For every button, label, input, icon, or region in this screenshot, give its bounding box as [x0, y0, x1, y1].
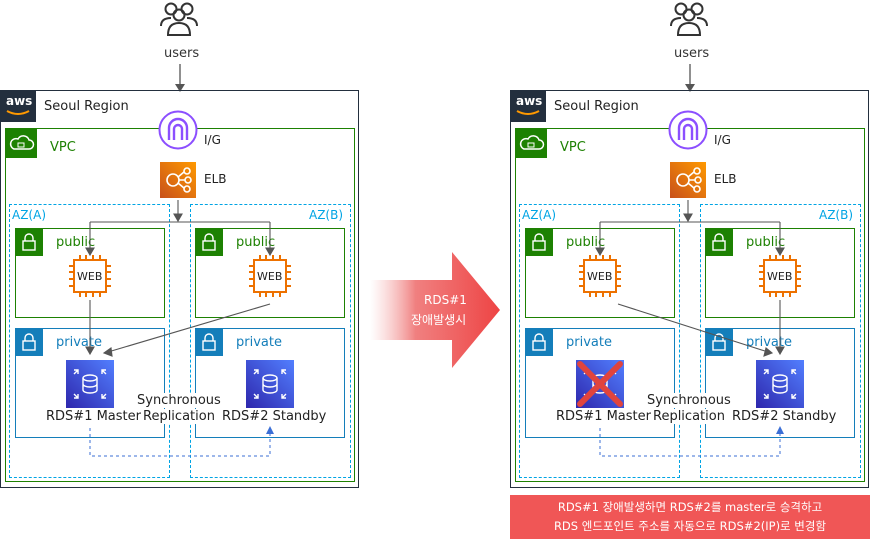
elb-label: ELB [714, 172, 737, 186]
web-b-label: WEB [257, 270, 283, 283]
web-b-label: WEB [767, 270, 793, 283]
sync-replication-line2: Replication [653, 409, 725, 424]
failover-arrow [370, 252, 500, 368]
region-box [0, 90, 359, 488]
lock-icon [525, 228, 553, 256]
public-a-label: public [56, 235, 96, 250]
right-connectors [595, 200, 785, 457]
note-line2: RDS 엔드포인트 주소를 자동으로 RDS#2(IP)로 변경함 [553, 519, 827, 533]
rds-database-icon [246, 360, 294, 408]
rds-database-icon [756, 360, 804, 408]
elb-label: ELB [204, 172, 227, 186]
region-label: Seoul Region [554, 99, 639, 114]
rds-master-label: RDS#1 Master [46, 409, 141, 424]
sync-replication-line2: Replication [143, 409, 215, 424]
az-b-box [700, 204, 861, 478]
az-a-label: AZ(A) [522, 208, 557, 222]
rds-master-label: RDS#1 Master [556, 409, 651, 424]
lock-icon [15, 228, 43, 256]
web-a-label: WEB [587, 270, 613, 283]
arrow-line1: RDS#1 [424, 293, 467, 307]
lock-icon [15, 328, 43, 356]
region-label: Seoul Region [44, 99, 129, 114]
vpc-label: VPC [50, 140, 76, 155]
users-icon [160, 2, 198, 36]
az-b-label: AZ(B) [309, 208, 344, 222]
sync-replication-line1: Synchronous [647, 393, 731, 408]
lock-icon [525, 328, 553, 356]
public-b-label: public [236, 235, 276, 250]
ec2-instance-icon [69, 255, 111, 297]
sync-replication-line1: Synchronous [137, 393, 221, 408]
rds-standby-label: RDS#2 Standby [222, 409, 327, 424]
lock-icon [705, 228, 733, 256]
left-connectors [85, 200, 275, 457]
igw-label: I/G [204, 133, 221, 147]
elastic-load-balancer-icon [160, 162, 196, 198]
private-b-label: private [236, 335, 282, 350]
users-icon [670, 2, 708, 36]
vpc-cloud-icon [5, 128, 37, 158]
public-b-label: public [746, 235, 786, 250]
az-a-box [9, 204, 170, 478]
lock-icon [705, 328, 733, 356]
internet-gateway-icon [668, 110, 708, 150]
public-a-label: public [566, 235, 606, 250]
elastic-load-balancer-icon [670, 162, 706, 198]
az-a-label: AZ(A) [12, 208, 47, 222]
note-line1: RDS#1 장애발생하면 RDS#2를 master로 승격하고 [557, 500, 823, 514]
arrow-line2: 장애발생시 [411, 313, 467, 327]
lock-icon [195, 228, 223, 256]
ec2-instance-icon [579, 255, 621, 297]
aws-logo: aws [510, 90, 546, 122]
lock-icon [195, 328, 223, 356]
users-label: users [674, 46, 710, 61]
ec2-instance-icon [249, 255, 291, 297]
rds-database-icon [66, 360, 114, 408]
az-b-label: AZ(B) [819, 208, 854, 222]
vpc-label: VPC [560, 140, 586, 155]
aws-logo: aws [0, 90, 36, 122]
users-arrow [175, 64, 185, 92]
az-a-box [519, 204, 680, 478]
users-arrow [685, 64, 695, 92]
vpc-cloud-icon [515, 128, 547, 158]
region-box [510, 90, 869, 488]
users-label: users [164, 46, 200, 61]
failover-note: RDS#1 장애발생하면 RDS#2를 master로 승격하고 RDS 엔드포… [510, 495, 870, 539]
private-a-label: private [566, 335, 612, 350]
failure-x-icon [577, 361, 623, 407]
ec2-instance-icon [759, 255, 801, 297]
rds-standby-label: RDS#2 Standby [732, 409, 837, 424]
internet-gateway-icon [158, 110, 198, 150]
web-a-label: WEB [77, 270, 103, 283]
az-b-box [190, 204, 351, 478]
igw-label: I/G [714, 133, 731, 147]
